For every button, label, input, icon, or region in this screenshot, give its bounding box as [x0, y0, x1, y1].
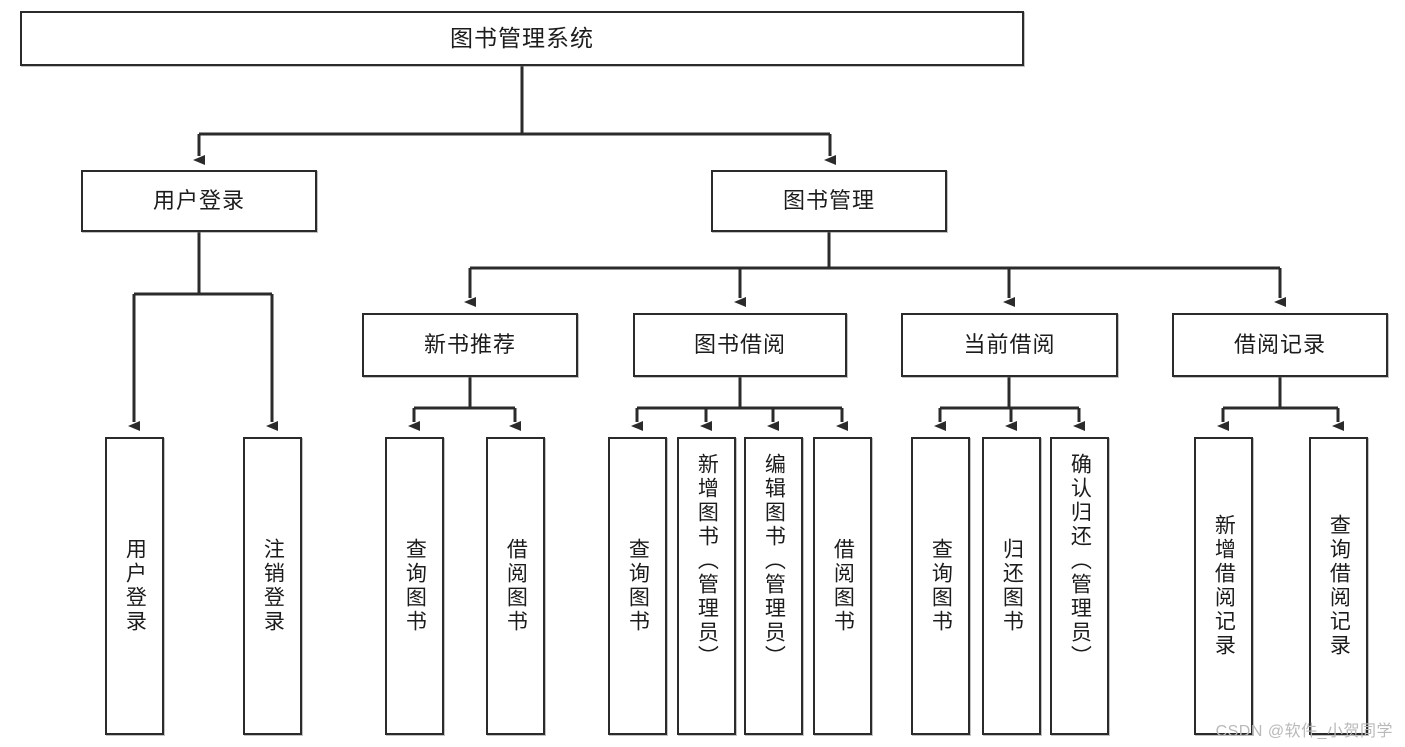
node-label: 归还图书	[1000, 538, 1024, 634]
node-label: 借阅图书	[831, 538, 855, 634]
node-label: 借阅记录	[1233, 332, 1326, 358]
node-label: 新增借阅记录	[1212, 514, 1236, 658]
node-root[interactable]: 图书管理系统	[20, 11, 1024, 66]
node-book-manage[interactable]: 图书管理	[711, 170, 947, 232]
node-leaf-query-book-borrow[interactable]: 查询图书	[608, 437, 667, 735]
node-leaf-edit-book[interactable]: 编辑图书（管理员）	[744, 437, 803, 735]
node-borrow-record[interactable]: 借阅记录	[1172, 313, 1388, 377]
node-label: 图书借阅	[693, 332, 786, 358]
node-label: 注销登录	[261, 538, 285, 634]
node-leaf-confirm-return[interactable]: 确认归还（管理员）	[1050, 437, 1109, 735]
node-leaf-query-book-current[interactable]: 查询图书	[911, 437, 970, 735]
node-label: 确认归还（管理员）	[1068, 453, 1092, 669]
node-label: 查询图书	[403, 538, 427, 634]
node-label: 用户登录	[152, 188, 245, 214]
node-label: 借阅图书	[504, 538, 528, 634]
node-label: 查询图书	[626, 538, 650, 634]
node-leaf-user-login[interactable]: 用户登录	[105, 437, 164, 735]
node-book-borrow[interactable]: 图书借阅	[633, 313, 847, 377]
node-user-login[interactable]: 用户登录	[81, 170, 317, 232]
node-label: 用户登录	[123, 538, 147, 634]
node-current-borrow[interactable]: 当前借阅	[901, 313, 1118, 377]
node-label: 新增图书（管理员）	[695, 453, 719, 669]
node-leaf-query-record[interactable]: 查询借阅记录	[1309, 437, 1368, 735]
node-leaf-borrow-book-rec[interactable]: 借阅图书	[486, 437, 545, 735]
node-label: 查询图书	[929, 538, 953, 634]
node-label: 查询借阅记录	[1327, 514, 1351, 658]
node-leaf-query-book-rec[interactable]: 查询图书	[385, 437, 444, 735]
node-label: 编辑图书（管理员）	[762, 453, 786, 669]
node-new-book-recommend[interactable]: 新书推荐	[362, 313, 578, 377]
node-leaf-logout[interactable]: 注销登录	[243, 437, 302, 735]
node-label: 新书推荐	[423, 332, 516, 358]
node-leaf-add-book[interactable]: 新增图书（管理员）	[677, 437, 736, 735]
node-label: 图书管理	[782, 188, 875, 214]
node-label: 图书管理系统	[450, 25, 594, 52]
node-label: 当前借阅	[963, 332, 1056, 358]
node-leaf-return-book[interactable]: 归还图书	[982, 437, 1041, 735]
node-leaf-borrow-book[interactable]: 借阅图书	[813, 437, 872, 735]
node-leaf-add-record[interactable]: 新增借阅记录	[1194, 437, 1253, 735]
